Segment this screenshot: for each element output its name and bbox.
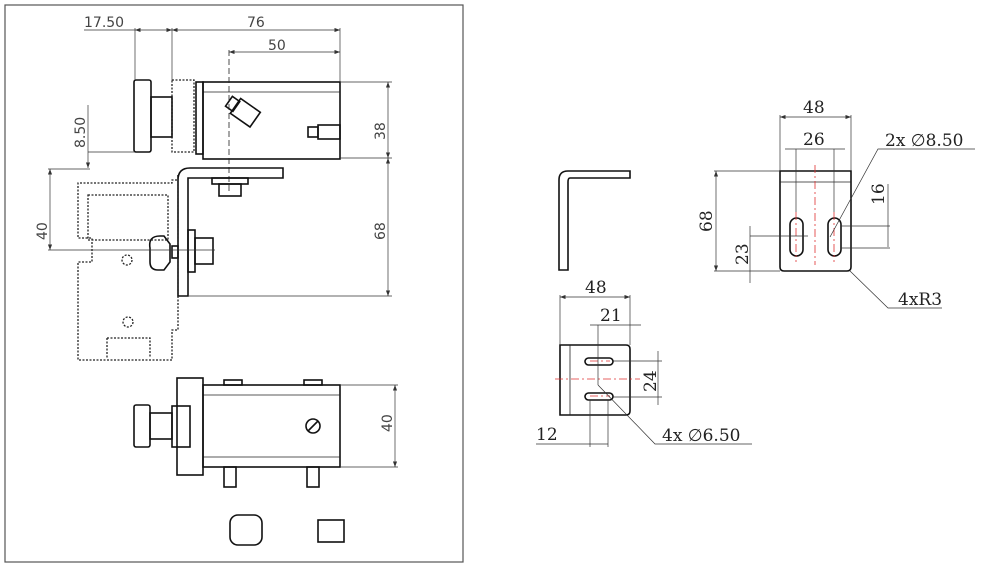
radius-note: 4xR3 — [898, 290, 942, 310]
knob-bottom — [133, 404, 151, 448]
dim-76: 76 — [247, 15, 265, 31]
hole-note-6-50: 4x ∅6.50 — [662, 426, 740, 446]
fitting — [317, 124, 341, 140]
dim-40-bottom: 40 — [380, 414, 396, 432]
aluminium-profile — [77, 179, 179, 361]
clamp-knob — [148, 235, 171, 271]
dim-26: 26 — [803, 130, 825, 150]
dim-68-front: 68 — [697, 210, 717, 232]
bracket-bottom-view: 48 21 24 12 4x ∅6.50 — [536, 278, 752, 447]
dim-21: 21 — [600, 306, 622, 326]
knob — [133, 79, 152, 153]
panel-frame — [4, 4, 464, 563]
screw — [305, 418, 321, 434]
dim-50: 50 — [268, 38, 286, 54]
dim-12: 12 — [536, 425, 558, 445]
dim-40-side: 40 — [35, 222, 51, 240]
bracket-side-view — [558, 170, 631, 271]
slot-bottom — [584, 392, 614, 401]
dim-16: 16 — [869, 183, 889, 205]
dim-8-50: 8.50 — [73, 117, 89, 148]
cylinder-body — [202, 81, 341, 160]
dim-24: 24 — [641, 370, 661, 392]
dim-38: 38 — [373, 122, 389, 140]
dim-48-front: 48 — [803, 98, 825, 118]
slot-right — [827, 217, 842, 257]
clamp-dashed — [171, 79, 195, 153]
dim-23: 23 — [733, 243, 753, 265]
bracket-front-view: 48 26 68 23 16 2x ∅8.50 4xR3 — [697, 98, 975, 310]
slot-top — [584, 357, 614, 366]
slot-left — [789, 217, 804, 257]
l-bracket — [177, 167, 284, 297]
hole-note-8-50: 2x ∅8.50 — [885, 131, 963, 151]
dim-17-50: 17.50 — [84, 15, 124, 31]
dim-68: 68 — [373, 222, 389, 240]
assembly-view: 17.50 76 50 8.50 40 38 68 40 — [4, 4, 464, 563]
dim-48-bottom: 48 — [585, 278, 607, 298]
